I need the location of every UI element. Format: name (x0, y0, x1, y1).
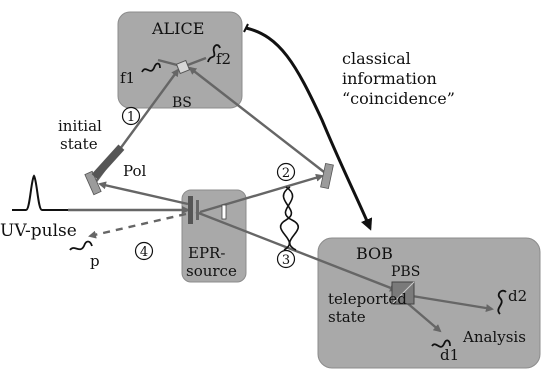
beam-to-d1 (405, 301, 442, 333)
left-mirror (84, 170, 102, 196)
pbs-diagonal (391, 281, 415, 305)
path-marker-3: 3 (276, 249, 296, 269)
beam-return-to-mirror (98, 181, 189, 206)
polarizer-label: Pol (123, 162, 147, 180)
beam-splitter-label: BS (172, 95, 192, 111)
teleported-state-line1: teleported (328, 290, 407, 308)
uv-pulse-shape (12, 174, 70, 211)
initial-state-line1: initial (58, 117, 102, 135)
polarizer-plate (91, 144, 125, 180)
alice-detector-f2-label: f2 (216, 50, 231, 68)
path-marker-1: 1 (121, 106, 141, 126)
initial-state-line2: state (60, 135, 98, 153)
bob-detector-d1-label: d1 (440, 346, 459, 364)
epr-crystal-b (196, 200, 199, 220)
bob-analysis-label: Analysis (462, 328, 526, 346)
path-marker-3-label: 3 (282, 253, 290, 268)
photon-p-label: p (90, 252, 100, 270)
classical-channel-arrow (245, 26, 373, 231)
photon-p-icon (69, 240, 93, 251)
path-marker-2-label: 2 (282, 166, 290, 181)
detector-f1-icon (141, 62, 161, 73)
classical-line3: “coincidence” (342, 89, 455, 108)
beam-splitter (175, 59, 191, 75)
path-marker-4-label: 4 (140, 245, 148, 260)
entanglement-link-b (279, 186, 293, 251)
detector-d2-icon (497, 289, 507, 315)
detector-f2-icon (207, 44, 221, 63)
path-marker-4: 4 (134, 241, 154, 261)
beam-path-4 (88, 212, 187, 239)
epr-crystal (188, 196, 193, 224)
teleported-state-line2: state (328, 308, 366, 326)
bob-title: BOB (356, 244, 393, 263)
path-marker-2: 2 (276, 162, 296, 182)
classical-channel-start (243, 23, 249, 33)
right-mirror (320, 162, 334, 190)
alice-detector-f1-label: f1 (120, 69, 135, 87)
classical-line1: classical (342, 49, 411, 68)
alice-title: ALICE (151, 19, 204, 38)
detector-d1-icon (431, 339, 451, 348)
classical-line2: information (342, 69, 437, 88)
path-marker-1-label: 1 (127, 110, 135, 125)
beam-to-d2 (411, 294, 494, 312)
beam-path-2 (199, 173, 324, 214)
epr-wave-plate (221, 204, 227, 220)
epr-source-line1: EPR- (188, 244, 225, 262)
pbs-label: PBS (391, 264, 420, 280)
bob-box (317, 237, 541, 369)
epr-source-line2: source (186, 262, 237, 280)
entanglement-link (284, 186, 299, 251)
beam-path-3 (195, 210, 398, 292)
uv-pulse-label: UV-pulse (0, 221, 77, 241)
bob-detector-d2-label: d2 (508, 287, 527, 305)
beam-mirror-to-bs (188, 66, 325, 173)
beam-bs-to-f2 (184, 56, 207, 68)
